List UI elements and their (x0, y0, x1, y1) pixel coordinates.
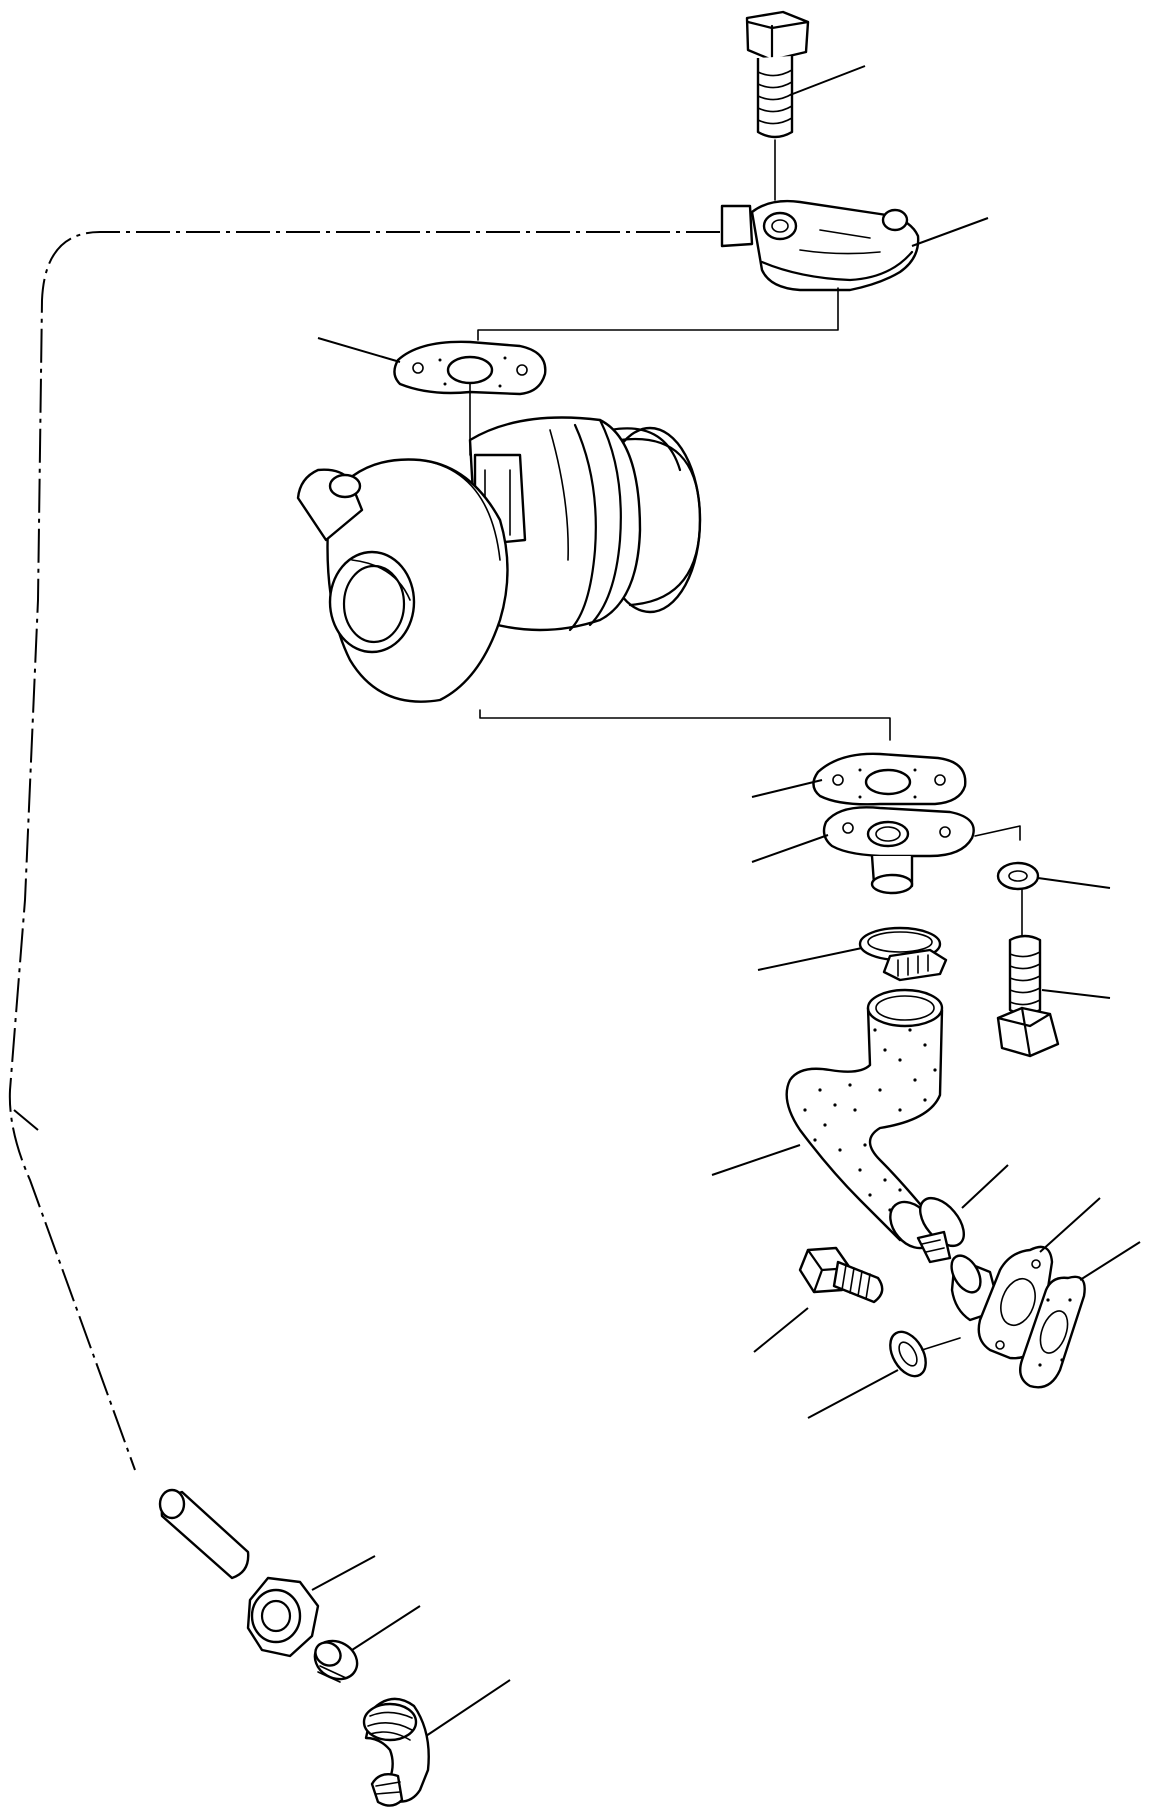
washer-icon (996, 861, 1040, 941)
oil-feed-pipe (8, 231, 720, 1471)
leader-line (1037, 877, 1111, 889)
hose-icon (785, 988, 944, 1250)
flange-icon (822, 806, 1021, 895)
leader-line (711, 1144, 801, 1176)
leader-line (757, 947, 863, 971)
gasket-icon (812, 752, 967, 806)
leader-line (751, 779, 823, 798)
gasket-icon (393, 340, 547, 456)
hose-clamp-icon (858, 926, 948, 982)
leader-line (751, 834, 829, 863)
olive-icon (313, 1639, 359, 1683)
gasket-icon (1019, 1275, 1086, 1389)
leader-line (1041, 989, 1111, 999)
hex-bolt-icon (745, 10, 810, 201)
flange-icon (477, 199, 920, 341)
washer-icon (889, 1330, 961, 1378)
leader-line (911, 217, 989, 247)
nut-icon (246, 1576, 320, 1658)
leader-line (351, 1605, 421, 1651)
leader-line (317, 337, 401, 363)
hex-bolt-icon (798, 1246, 884, 1304)
leader-line (425, 1679, 511, 1737)
leader-line (1079, 1241, 1141, 1281)
hose-clamp-icon (916, 1197, 965, 1264)
elbow-icon (362, 1697, 430, 1807)
leader-line (311, 1555, 376, 1591)
leader-line (753, 1307, 809, 1353)
sleeve-icon (158, 1488, 250, 1580)
leader-line (807, 1369, 899, 1419)
hex-bolt-icon (996, 934, 1060, 1058)
leader-line (961, 1164, 1009, 1209)
leader-line (1039, 1197, 1101, 1253)
turbocharger-icon (296, 416, 891, 741)
leader-line (789, 65, 866, 96)
